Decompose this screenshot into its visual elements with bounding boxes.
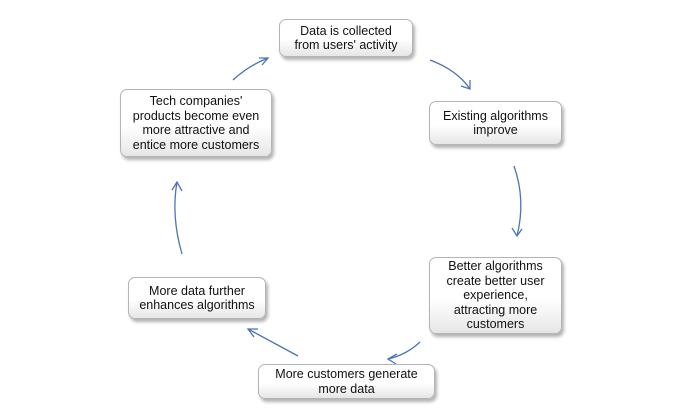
node-enhanced-algorithms: More data further enhances algorithms bbox=[128, 277, 266, 319]
arrow-more-customers-to-more-data bbox=[246, 328, 299, 357]
node-algorithms-improve-label: Existing algorithms improve bbox=[443, 108, 548, 138]
arrow-improve-to-better-experience bbox=[511, 165, 523, 238]
arrow-more-data-to-attractive-products bbox=[171, 180, 183, 255]
node-better-user-experience: Better algorithms create better user exp… bbox=[429, 257, 562, 334]
node-enhanced-algorithms-label: More data further enhances algorithms bbox=[139, 283, 255, 313]
node-more-customers: More customers generate more data bbox=[258, 364, 435, 399]
node-algorithms-improve: Existing algorithms improve bbox=[429, 101, 562, 145]
node-attractive-products-label: Tech companies' products become even mor… bbox=[132, 94, 260, 152]
node-more-customers-label: More customers generate more data bbox=[275, 367, 418, 396]
arrow-collect-to-improve bbox=[429, 59, 471, 90]
node-data-collected: Data is collected from users' activity bbox=[279, 19, 413, 57]
node-better-user-experience-label: Better algorithms create better user exp… bbox=[446, 259, 545, 332]
arrow-attractive-products-to-collect bbox=[232, 57, 270, 81]
node-data-collected-label: Data is collected from users' activity bbox=[294, 23, 398, 53]
arrow-better-experience-to-more-customers bbox=[386, 341, 421, 365]
node-attractive-products: Tech companies' products become even mor… bbox=[120, 89, 272, 157]
